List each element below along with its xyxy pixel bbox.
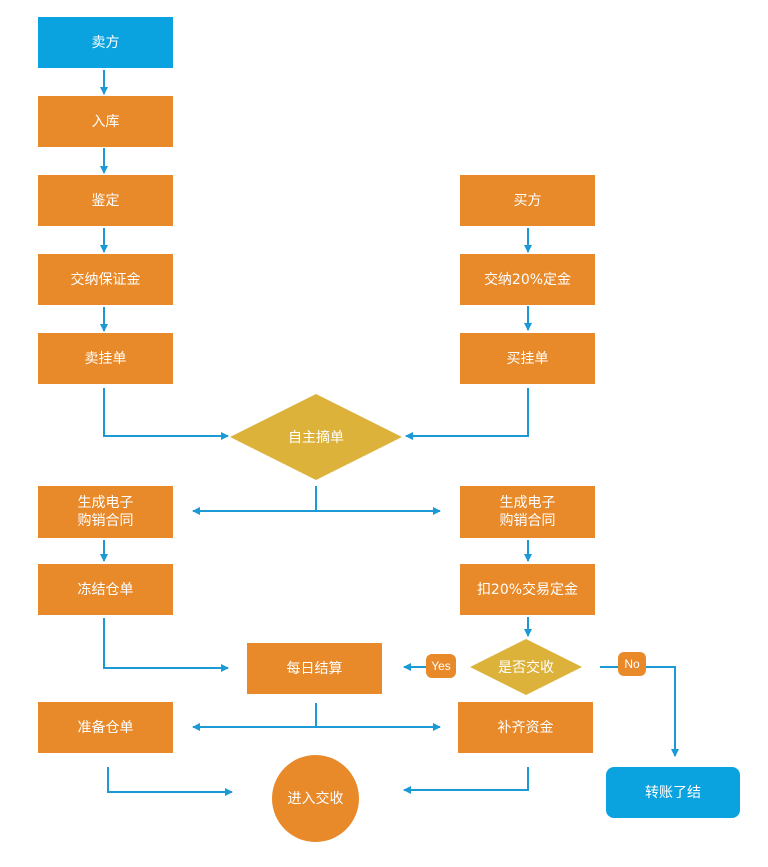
- edge-accept-no-transfer: [600, 666, 679, 757]
- transfer-close-node: 转账了结: [606, 767, 740, 818]
- enter-delivery-node: 进入交收: [272, 755, 359, 842]
- no-label: No: [618, 652, 646, 676]
- contract-right-node: 生成电子 购销合同: [460, 486, 595, 538]
- pick-order-label: 自主摘单: [288, 430, 344, 446]
- deduct-deposit-node: 扣20%交易定金: [460, 564, 595, 615]
- fill-funds-node: 补齐资金: [458, 702, 593, 753]
- down-payment-node: 交纳20%定金: [460, 254, 595, 305]
- contract-left-node: 生成电子 购销合同: [38, 486, 173, 538]
- storage-node: 入库: [38, 96, 173, 147]
- yes-label: Yes: [426, 654, 456, 678]
- edge-fill-delivery: [403, 767, 529, 794]
- edge-freeze-settle: [103, 618, 229, 672]
- appraisal-node: 鉴定: [38, 175, 173, 226]
- accept-check-label: 是否交收: [498, 660, 554, 676]
- seller-node: 卖方: [38, 17, 173, 68]
- freeze-receipt-node: 冻结仓单: [38, 564, 173, 615]
- edge-settle-prepare: [192, 703, 317, 731]
- buy-order-node: 买挂单: [460, 333, 595, 384]
- edge-pick-contract-left: [192, 486, 317, 515]
- prepare-receipt-node: 准备仓单: [38, 702, 173, 753]
- edge-buyorder-pick: [405, 388, 529, 440]
- pick-order-diamond: [230, 394, 402, 480]
- sell-order-node: 卖挂单: [38, 333, 173, 384]
- deposit-node: 交纳保证金: [38, 254, 173, 305]
- daily-settle-node: 每日结算: [247, 643, 382, 694]
- buyer-node: 买方: [460, 175, 595, 226]
- accept-check-diamond: [470, 639, 582, 695]
- edge-sellorder-pick: [103, 388, 229, 440]
- edge-prepare-delivery: [107, 767, 233, 796]
